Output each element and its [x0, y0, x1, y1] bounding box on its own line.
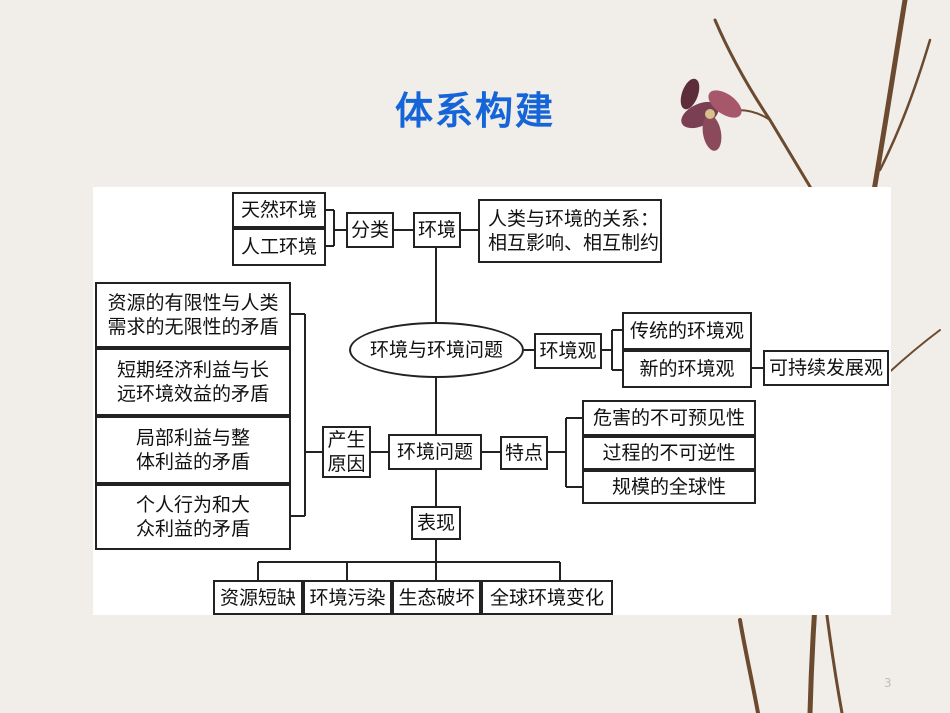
environment-node: 环境 — [413, 212, 461, 248]
environment-problem-node: 环境问题 — [388, 434, 482, 470]
feature-global-node: 规模的全球性 — [582, 470, 756, 504]
environment-view-node: 环境观 — [534, 333, 602, 369]
classification-node: 分类 — [346, 212, 394, 248]
sustainable-development-node: 可持续发展观 — [763, 350, 889, 386]
branch-bottom-2 — [823, 598, 844, 713]
result-pollution-node: 环境污染 — [303, 580, 392, 615]
feature-irreversible-node: 过程的不可逆性 — [582, 436, 756, 470]
branch-twig — [878, 38, 932, 172]
branch-bottom — [738, 618, 760, 713]
feature-unpredictable-node: 危害的不可预见性 — [582, 400, 756, 436]
page-title: 体系构建 — [394, 89, 555, 133]
manifestation-node: 表现 — [411, 506, 461, 540]
contradiction-individual-node: 个人行为和大 众利益的矛盾 — [95, 484, 291, 550]
traditional-view-node: 传统的环境观 — [622, 312, 752, 350]
result-resource-shortage-node: 资源短缺 — [213, 580, 303, 615]
flower-icon — [680, 78, 742, 151]
contradiction-local-node: 局部利益与整 体利益的矛盾 — [95, 416, 291, 484]
causes-node: 产生 原因 — [322, 426, 371, 478]
features-node: 特点 — [500, 436, 548, 470]
human-environment-relation-node: 人类与环境的关系： 相互影响、相互制约 — [478, 199, 662, 263]
contradiction-resources-node: 资源的有限性与人类 需求的无限性的矛盾 — [95, 282, 291, 348]
page-number: 3 — [884, 676, 892, 690]
new-view-node: 新的环境观 — [622, 350, 752, 388]
artificial-environment-node: 人工环境 — [232, 228, 326, 266]
natural-environment-node: 天然环境 — [232, 192, 326, 228]
result-ecological-damage-node: 生态破坏 — [392, 580, 481, 615]
contradiction-economy-node: 短期经济利益与长 远环境效益的矛盾 — [95, 348, 291, 416]
result-global-change-node: 全球环境变化 — [481, 580, 613, 615]
center-node: 环境与环境问题 — [349, 322, 524, 378]
